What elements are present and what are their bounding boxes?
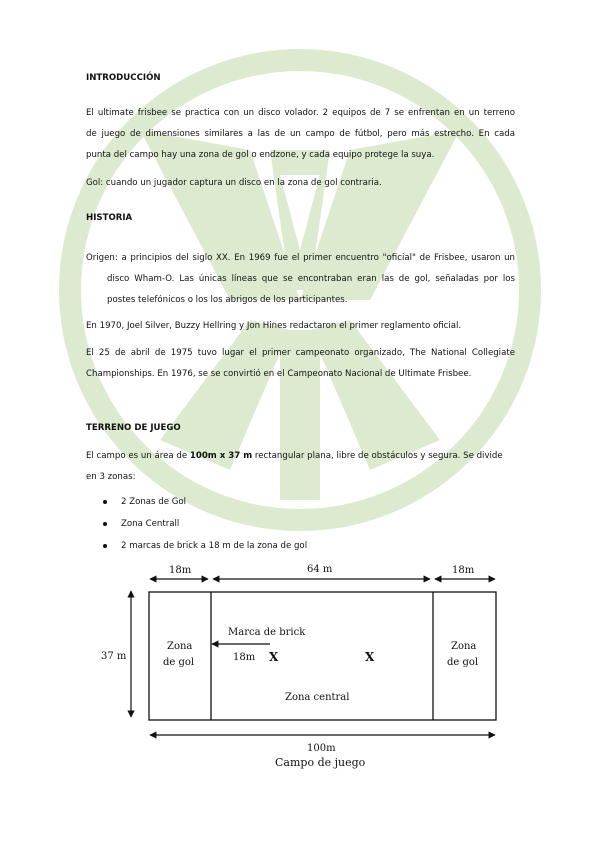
field-outline [148, 591, 497, 721]
bullet-dot [103, 500, 107, 504]
brick-distance-label: 18m [233, 652, 256, 663]
brick-mark-2: X [365, 650, 375, 664]
intro-line-1: El ultimate frisbee se practica con un d… [86, 108, 515, 118]
bullet-item-goal-zones: 2 Zonas de Gol [121, 497, 187, 507]
history-1970: En 1970, Joel Silver, Buzzy Hellring y J… [86, 321, 462, 331]
history-line-1: Origen: a principios del siglo XX. En 19… [86, 253, 515, 263]
bullet-item-brick-marks: 2 marcas de brick a 18 m de la zona de g… [121, 541, 308, 551]
field-heading: TERRENO DE JUEGO [86, 423, 181, 433]
intro-line-2: de juego de dimensiones similares a las … [86, 129, 515, 139]
brick-label: Marca de brick [228, 627, 306, 638]
right-zone-label-2: de gol [447, 657, 478, 668]
history-1975-line-2: Championships. En 1976, se se convirtió … [86, 369, 472, 379]
center-width-label: 64 m [307, 564, 333, 575]
field-line-1: El campo es un área de 100m x 37 m recta… [86, 450, 503, 462]
bullet-dot [103, 544, 107, 548]
left-width-label: 18m [169, 565, 192, 576]
history-heading: HISTORIA [86, 213, 133, 223]
left-zone-label-2: de gol [163, 657, 194, 668]
field-line-1-post: rectangular plana, libre de obstáculos y… [252, 451, 503, 461]
history-1975-line-1: El 25 de abril de 1975 tuvo lugar el pri… [86, 348, 515, 358]
history-line-3: postes telefónicos o los los abrigos de … [107, 295, 348, 305]
intro-heading: INTRODUCCIÓN [86, 73, 161, 83]
field-diagram: 18m 64 m 18m 37 m Zona de gol Zona de go… [101, 564, 497, 769]
bullet-dot [103, 522, 107, 526]
field-line-1-pre: El campo es un área de [86, 451, 190, 461]
central-zone-label: Zona central [285, 692, 349, 703]
brick-mark-1: X [269, 650, 279, 664]
intro-line-3: punta del campo hay una zona de gol o en… [86, 150, 435, 160]
right-zone-label-1: Zona [451, 641, 476, 652]
bullet-item-central-zone: Zona Centrall [121, 519, 180, 529]
right-width-label: 18m [452, 565, 475, 576]
height-label: 37 m [101, 651, 127, 662]
left-zone-label-1: Zona [167, 641, 192, 652]
history-line-2: disco Wham-O. Las únicas líneas que se e… [107, 274, 515, 284]
total-length-label: 100m [307, 743, 336, 754]
intro-goal: Gol: cuando un jugador captura un disco … [86, 178, 382, 188]
field-dimensions: 100m x 37 m [189, 451, 253, 461]
diagram-caption: Campo de juego [275, 756, 366, 769]
field-line-2: en 3 zonas: [86, 472, 136, 482]
